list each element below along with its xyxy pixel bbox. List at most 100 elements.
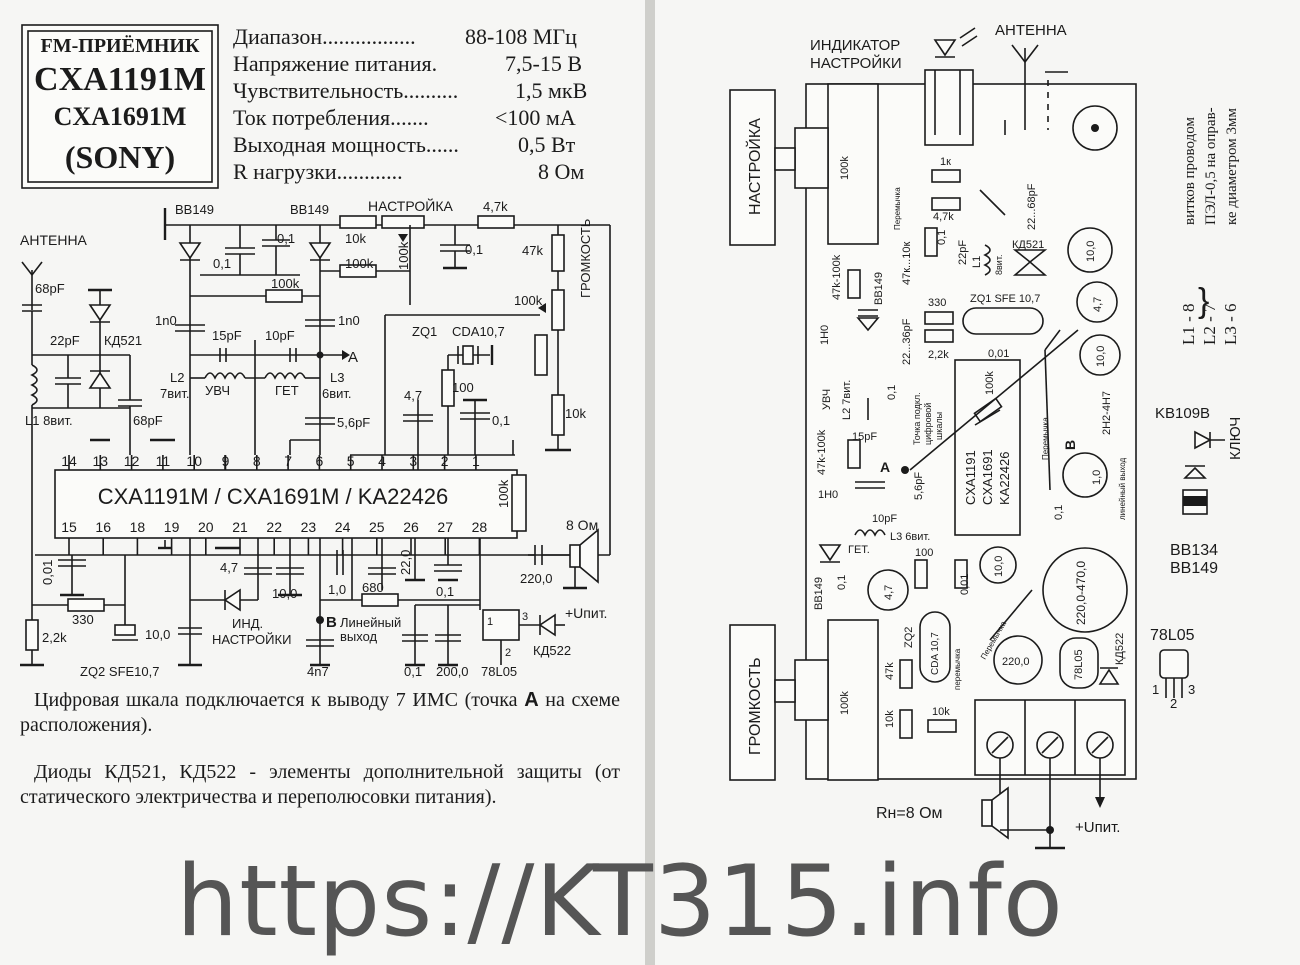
- label-resistor: 1к: [940, 156, 951, 168]
- label-digital: шкалы: [934, 412, 944, 440]
- label-resistor: 100: [915, 547, 933, 559]
- ic-pin-number: 21: [232, 519, 248, 535]
- label-coil: L1 8вит.: [25, 413, 73, 428]
- coil-turns: L3 - 6: [1221, 303, 1240, 345]
- ic-label: CXA1191M / CXA1691M / KA22426: [98, 484, 449, 509]
- label-electrolytic: 220,0: [1002, 656, 1030, 668]
- label-filter: ZQ2: [903, 627, 915, 648]
- ic-pin-number: 23: [301, 519, 317, 535]
- label-electrolytic: 10,0: [1085, 241, 1097, 262]
- ic-pin-number: 2: [441, 453, 449, 469]
- label-capacitor: 0,1: [492, 413, 510, 428]
- label-capacitor: 22...68pF: [1026, 183, 1038, 230]
- label-electrolytic: 10,0: [993, 556, 1005, 577]
- label-antenna: АНТЕННА: [20, 232, 88, 248]
- title-line3: CXA1691M: [54, 102, 187, 131]
- label-ic: CXA1191: [963, 450, 978, 505]
- label-point-a: A: [348, 349, 358, 366]
- label-resistor: 100k: [496, 479, 511, 508]
- label-capacitor: 10,0: [145, 627, 170, 642]
- label-capacitor: 10,0: [272, 586, 297, 601]
- label-indicator: ИНД.: [232, 616, 263, 631]
- label-capacitor: 0,1: [836, 575, 848, 590]
- ic-pin-number: 19: [164, 519, 180, 535]
- label-resistor: 100: [452, 380, 474, 395]
- label-tuning: НАСТРОЙКА: [745, 118, 764, 215]
- label-resistor: 47к...10к: [901, 242, 913, 285]
- label-indicator: НАСТРОЙКИ: [212, 632, 291, 647]
- label-resistor: 10k: [932, 706, 950, 718]
- ic-pin-number: 1: [472, 453, 480, 469]
- ic-pin-number: 6: [316, 453, 324, 469]
- label-resistor: 2,2k: [928, 349, 949, 361]
- spec-value: 8 Ом: [538, 159, 584, 184]
- label-capacitor: 68pF: [133, 413, 163, 428]
- ic-pin-number: 15: [61, 519, 77, 535]
- title-box: FM-ПРИЁМНИК CXA1191M CXA1691M (SONY): [21, 24, 219, 189]
- label-key: КЛЮЧ: [1227, 417, 1244, 460]
- label-capacitor: 2Н2-4Н7: [1101, 391, 1113, 435]
- ic-pin-number: 12: [124, 453, 140, 469]
- label-ic: KA22426: [997, 452, 1012, 506]
- label-volume: ГРОМКОСТЬ: [747, 657, 764, 755]
- label-point-b: B: [1062, 440, 1078, 450]
- label-pot: 100k: [839, 691, 851, 715]
- ic-pin-number: 16: [95, 519, 111, 535]
- label-resistor: 100k: [271, 276, 300, 291]
- label-capacitor: 0,1: [465, 242, 483, 257]
- label-electrolytic: 10,0: [1095, 346, 1107, 367]
- label-resistor: 330: [72, 612, 94, 627]
- label-capacitor: 0,01: [40, 560, 55, 585]
- label-resistor: 4,7k: [483, 199, 508, 214]
- label-power: +Uпит.: [565, 605, 607, 621]
- spec-value: 7,5-15 В: [505, 51, 582, 76]
- coil-note: витков проводом: [1182, 117, 1198, 225]
- ic-pin-number: 26: [403, 519, 419, 535]
- label-capacitor: 22pF: [50, 333, 80, 348]
- label-electrolytic: 220,0-470,0: [1074, 561, 1088, 625]
- label-resistor: 10k: [565, 406, 586, 421]
- label-lineout: выход: [340, 629, 378, 644]
- title-line2: CXA1191M: [34, 61, 206, 98]
- label-pin: 1: [487, 616, 493, 628]
- label-filter: ZQ2 SFE10,7: [80, 664, 159, 679]
- label-capacitor: 10pF: [265, 328, 295, 343]
- label-capacitor: 0,1: [1053, 505, 1065, 520]
- ic-pin-number: 25: [369, 519, 385, 535]
- label-digital: цифровой: [923, 403, 933, 445]
- ic-pin-number: 3: [409, 453, 417, 469]
- coil-turns: L1 - 8: [1179, 303, 1198, 345]
- label-diode: КД522: [533, 643, 571, 658]
- label-point-a: A: [880, 459, 890, 475]
- label-resistor: 10k: [345, 231, 366, 246]
- label-coil: L2 7вит.: [841, 380, 853, 420]
- ic-pin-number: 18: [130, 519, 146, 535]
- label-electrolytic: 4,7: [883, 585, 895, 600]
- label-point-b: B: [326, 614, 337, 631]
- ic-pin-number: 7: [284, 453, 292, 469]
- label-capacitor: 0,1: [213, 256, 231, 271]
- ic-pin-number: 28: [472, 519, 488, 535]
- spec-label: R нагрузки............: [233, 159, 403, 184]
- label-capacitor: 10pF: [872, 513, 897, 525]
- spec-label: Ток потребления.......: [233, 105, 429, 130]
- label-varicap: BB149: [813, 577, 825, 610]
- ic-pin-number: 22: [266, 519, 282, 535]
- label-capacitor: 0,1: [886, 385, 898, 400]
- label-resistor: 100k: [984, 371, 996, 395]
- label-coil: L3 6вит.: [890, 531, 930, 543]
- label-filter: CDA 10,7: [930, 632, 941, 675]
- label-pin: 2: [505, 647, 511, 659]
- spec-list: Диапазон................. 88-108 МГц Нап…: [233, 24, 587, 184]
- label-resistor: 100k: [345, 256, 374, 271]
- label-varicap: BB134: [1170, 542, 1218, 559]
- label-capacitor: 0,1: [277, 231, 295, 246]
- label-varicap: KB109B: [1155, 405, 1210, 422]
- schematic-labels: АНТЕННА BB149 BB149 НАСТРОЙКА 4,7k 10k 0…: [20, 197, 607, 679]
- label-resistor: 47k-100k: [816, 429, 828, 475]
- label-filter: ZQ1 SFE 10,7: [970, 293, 1040, 305]
- label-regulator: 78L05: [481, 664, 517, 679]
- label-diode: КД522: [1114, 633, 1126, 665]
- label-uvch: УВЧ: [821, 389, 833, 410]
- coil-turns: L2 - 7: [1200, 303, 1219, 345]
